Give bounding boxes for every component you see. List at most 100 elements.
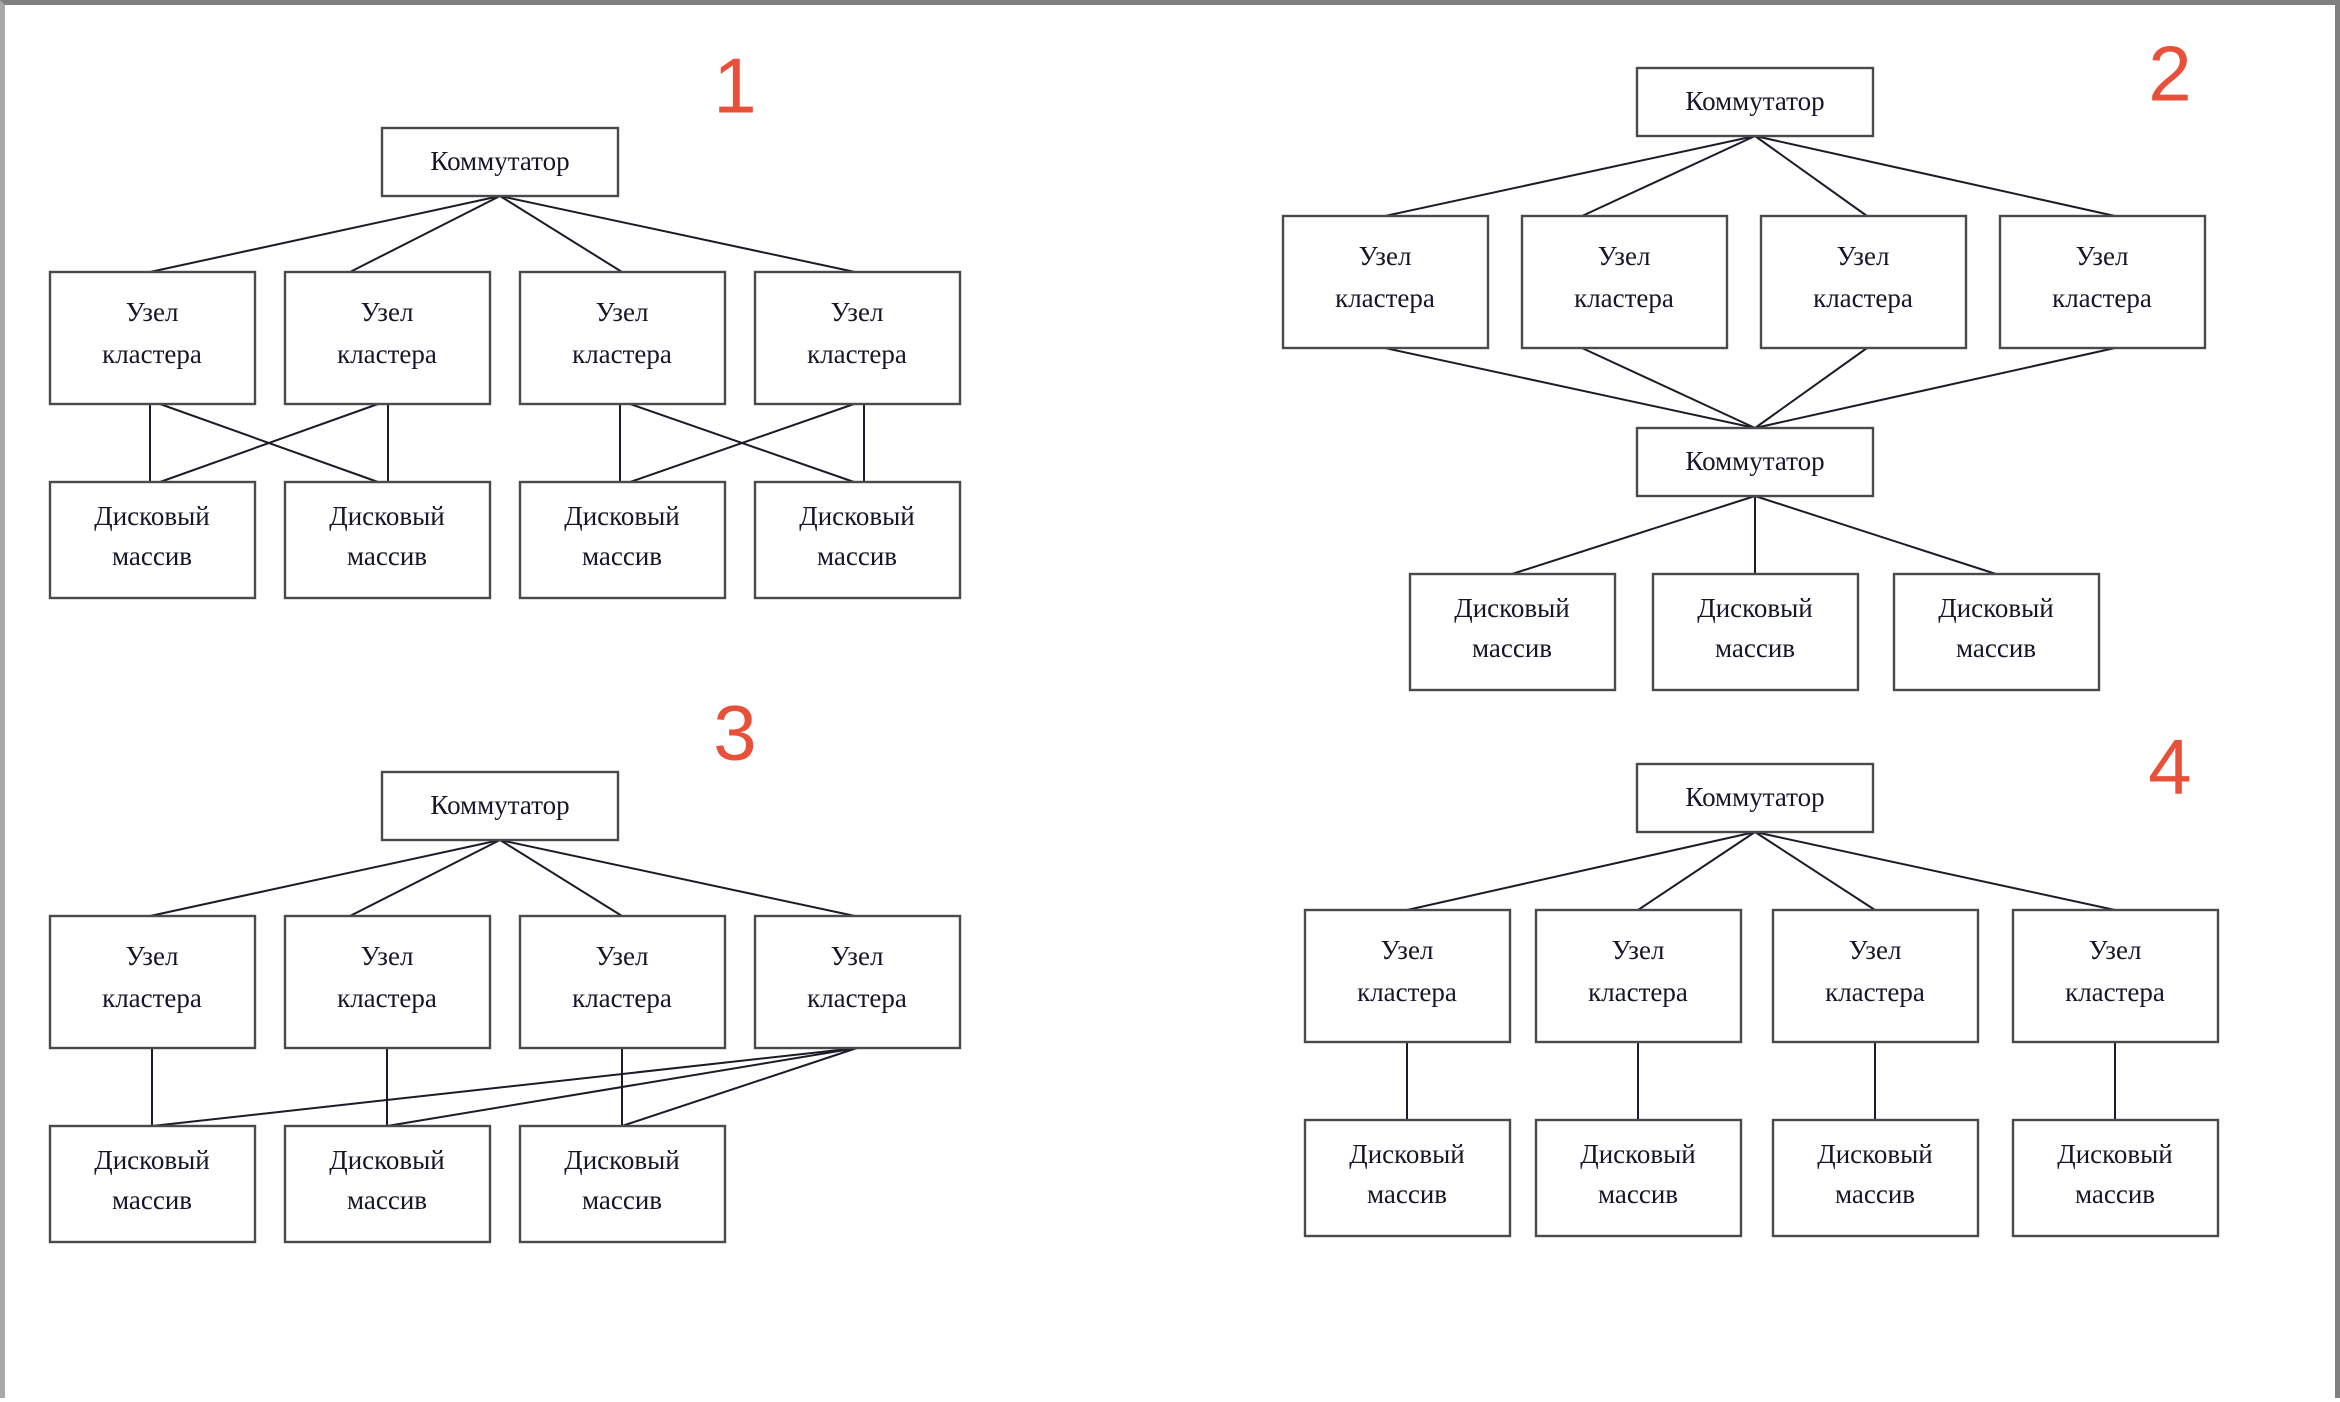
- cluster-node-label-line1: Узел: [2076, 241, 2129, 271]
- cluster-node-label-line2: кластера: [1357, 977, 1457, 1007]
- cluster-node-label-line1: Узел: [1849, 935, 1902, 965]
- disk-array-label-line1: Дисковый: [1697, 593, 1812, 623]
- disk-array-box[interactable]: Дисковый массив: [518, 480, 727, 600]
- disk-array-label-line1: Дисковый: [799, 501, 914, 531]
- disk-array-box[interactable]: Дисковый массив: [1534, 1118, 1743, 1238]
- cluster-node-box[interactable]: Узел кластера: [518, 914, 727, 1050]
- cluster-node-box[interactable]: Узел кластера: [1520, 214, 1729, 350]
- cluster-node-box[interactable]: Узел кластера: [1759, 214, 1968, 350]
- cluster-node-label-line2: кластера: [2052, 283, 2152, 313]
- cluster-node-label-line2: кластера: [807, 339, 907, 369]
- cluster-node-box[interactable]: Узел кластера: [283, 914, 492, 1050]
- cluster-node-label-line2: кластера: [1335, 283, 1435, 313]
- disk-array-label-line1: Дисковый: [94, 501, 209, 531]
- disk-array-box[interactable]: Дисковый массив: [48, 480, 257, 600]
- disk-array-label-line1: Дисковый: [1938, 593, 2053, 623]
- cluster-node-label-line1: Узел: [361, 297, 414, 327]
- disk-array-label-line2: массив: [1956, 633, 2036, 663]
- edges-nodes-to-disks: [151, 1047, 858, 1127]
- switch-box[interactable]: Коммутатор: [1635, 426, 1875, 498]
- disk-array-label-line1: Дисковый: [2057, 1139, 2172, 1169]
- disk-array-label-line1: Дисковый: [1817, 1139, 1932, 1169]
- disk-array-label-line2: массив: [817, 541, 897, 571]
- disk-array-label-line2: массив: [347, 541, 427, 571]
- switch-box[interactable]: Коммутатор: [380, 126, 620, 198]
- switch-label: Коммутатор: [430, 790, 569, 820]
- switch-box[interactable]: Коммутатор: [1635, 762, 1875, 834]
- cluster-node-label-line1: Узел: [1612, 935, 1665, 965]
- cluster-node-label-line2: кластера: [102, 339, 202, 369]
- disk-array-label-line2: массив: [1367, 1179, 1447, 1209]
- disk-array-box[interactable]: Дисковый массив: [1651, 572, 1860, 692]
- cluster-node-label-line1: Узел: [1381, 935, 1434, 965]
- disk-array-box[interactable]: Дисковый массив: [753, 480, 962, 600]
- cluster-node-label-line1: Узел: [831, 297, 884, 327]
- cluster-node-label-line1: Узел: [831, 941, 884, 971]
- diagram-panel-4: Коммутатор Узел кластера Узел кластера У…: [1170, 701, 2340, 1402]
- disk-array-box[interactable]: Дисковый массив: [283, 1124, 492, 1244]
- cluster-node-box[interactable]: Узел кластера: [283, 270, 492, 406]
- switch-box[interactable]: Коммутатор: [380, 770, 620, 842]
- cluster-node-label-line1: Узел: [596, 297, 649, 327]
- cluster-node-label-line1: Узел: [1359, 241, 1412, 271]
- cluster-node-label-line2: кластера: [807, 983, 907, 1013]
- edges-switch-to-nodes: [1406, 831, 2116, 911]
- switch-box[interactable]: Коммутатор: [1635, 66, 1875, 138]
- cluster-node-box[interactable]: Узел кластера: [1998, 214, 2207, 350]
- switch-label: Коммутатор: [1685, 446, 1824, 476]
- cluster-node-box[interactable]: Узел кластера: [753, 914, 962, 1050]
- disk-array-label-line1: Дисковый: [1349, 1139, 1464, 1169]
- cluster-node-box[interactable]: Узел кластера: [1534, 908, 1743, 1044]
- disk-array-box[interactable]: Дисковый массив: [283, 480, 492, 600]
- cluster-node-label-line2: кластера: [572, 339, 672, 369]
- cluster-node-box[interactable]: Узел кластера: [1303, 908, 1512, 1044]
- cluster-node-label-line2: кластера: [1574, 283, 1674, 313]
- cluster-node-label-line1: Узел: [1837, 241, 1890, 271]
- disk-array-label-line2: массив: [582, 541, 662, 571]
- cluster-node-label-line2: кластера: [1813, 283, 1913, 313]
- disk-array-label-line1: Дисковый: [1454, 593, 1569, 623]
- diagram-panel-3: Коммутатор Узел кластера Узел кластера У…: [0, 701, 1170, 1402]
- cluster-node-label-line1: Узел: [2089, 935, 2142, 965]
- disk-array-label-line1: Дисковый: [564, 501, 679, 531]
- cluster-node-label-line2: кластера: [102, 983, 202, 1013]
- disk-array-box[interactable]: Дисковый массив: [1771, 1118, 1980, 1238]
- cluster-node-box[interactable]: Узел кластера: [1281, 214, 1490, 350]
- cluster-node-label-line1: Узел: [1598, 241, 1651, 271]
- cluster-node-label-line2: кластера: [572, 983, 672, 1013]
- disk-array-label-line2: массив: [1835, 1179, 1915, 1209]
- disk-array-label-line2: массив: [112, 1185, 192, 1215]
- disk-array-label-line2: массив: [1598, 1179, 1678, 1209]
- disk-array-box[interactable]: Дисковый массив: [1408, 572, 1617, 692]
- cluster-node-box[interactable]: Узел кластера: [753, 270, 962, 406]
- switch-label: Коммутатор: [430, 146, 569, 176]
- edges-nodes-to-disks: [1406, 1042, 2116, 1120]
- cluster-node-label-line2: кластера: [337, 983, 437, 1013]
- disk-array-label-line2: массив: [347, 1185, 427, 1215]
- cluster-node-label-line1: Узел: [596, 941, 649, 971]
- disk-array-box[interactable]: Дисковый массив: [1892, 572, 2101, 692]
- panel-number-3: 3: [713, 701, 756, 777]
- panel-number-4: 4: [2148, 723, 2191, 811]
- disk-array-label-line1: Дисковый: [94, 1145, 209, 1175]
- switch-label: Коммутатор: [1685, 782, 1824, 812]
- edges-switch-to-nodes: [149, 195, 856, 273]
- disk-array-label-line2: массив: [1472, 633, 1552, 663]
- disk-array-box[interactable]: Дисковый массив: [518, 1124, 727, 1244]
- disk-array-box[interactable]: Дисковый массив: [48, 1124, 257, 1244]
- cluster-node-box[interactable]: Узел кластера: [2011, 908, 2220, 1044]
- cluster-node-box[interactable]: Узел кластера: [48, 270, 257, 406]
- disk-array-box[interactable]: Дисковый массив: [2011, 1118, 2220, 1238]
- edges-nodes-to-switch2: [1384, 347, 2116, 429]
- cluster-node-label-line2: кластера: [2065, 977, 2165, 1007]
- disk-array-label-line2: массив: [2075, 1179, 2155, 1209]
- diagram-panel-2: Коммутатор Узел кластера Узел кластера У…: [1170, 0, 2340, 701]
- disk-array-box[interactable]: Дисковый массив: [1303, 1118, 1512, 1238]
- cluster-node-box[interactable]: Узел кластера: [1771, 908, 1980, 1044]
- cluster-node-box[interactable]: Узел кластера: [518, 270, 727, 406]
- cluster-node-label-line2: кластера: [1825, 977, 1925, 1007]
- cluster-node-box[interactable]: Узел кластера: [48, 914, 257, 1050]
- disk-array-label-line2: массив: [582, 1185, 662, 1215]
- cluster-node-label-line1: Узел: [361, 941, 414, 971]
- disk-array-label-line1: Дисковый: [564, 1145, 679, 1175]
